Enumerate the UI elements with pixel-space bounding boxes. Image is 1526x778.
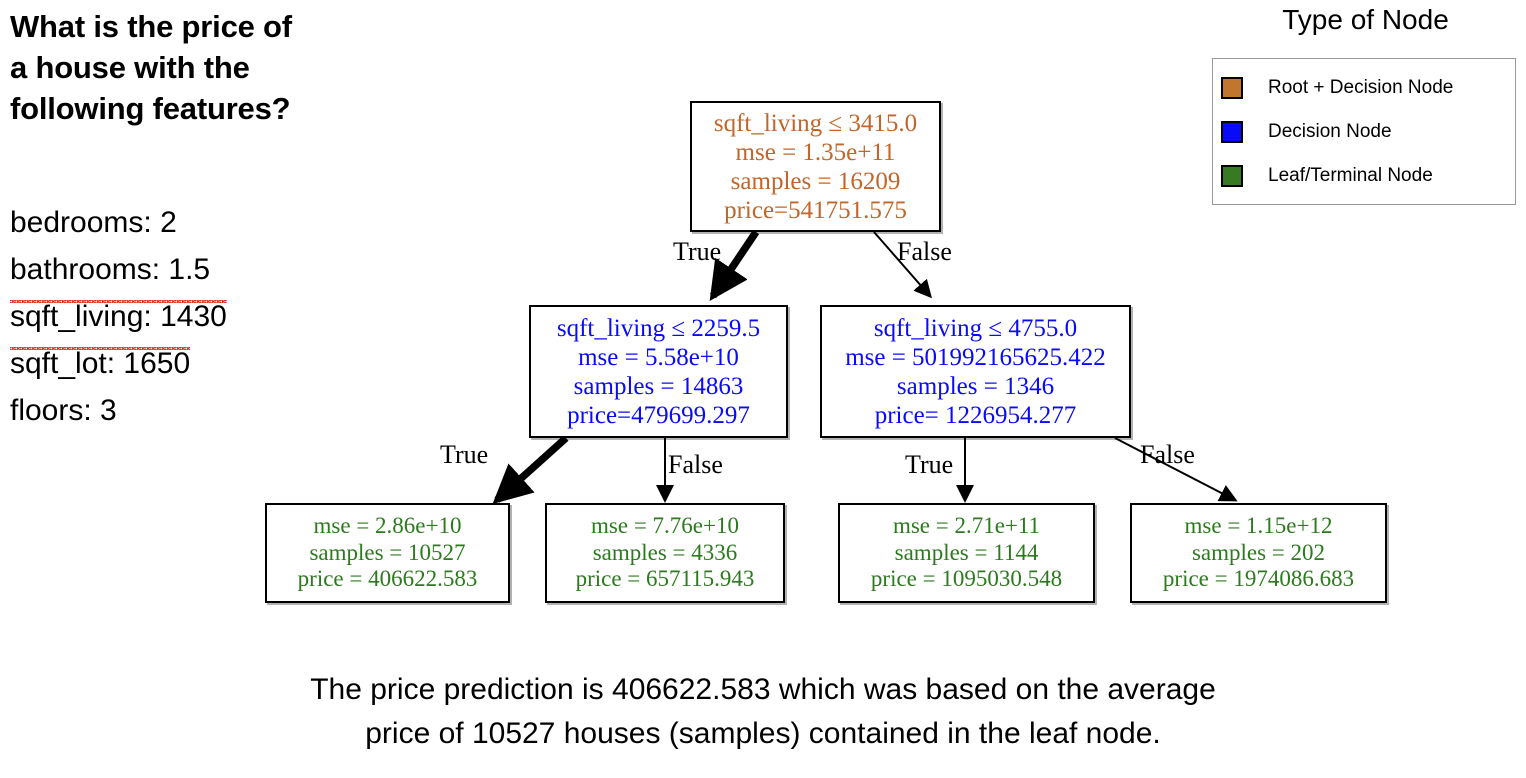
edge-label-dec-left-true: True xyxy=(440,440,489,469)
legend-label-leaf: Leaf/Terminal Node xyxy=(1268,165,1433,186)
page-title-line-2: a house with the xyxy=(10,50,250,85)
edge-label-dec-left-false: False xyxy=(668,450,723,479)
feature-bathrooms: bathrooms: 1.5 xyxy=(10,246,340,293)
legend-item-decision: Decision Node xyxy=(1221,121,1392,143)
tree-node-leaf-1-mse: mse = 2.86e+10 xyxy=(313,512,462,538)
tree-node-root-price: price=541751.575 xyxy=(724,196,907,224)
tree-node-root-samples: samples = 16209 xyxy=(730,167,901,195)
edge-dec-right-false xyxy=(1114,437,1238,502)
edge-label-root-false: False xyxy=(897,237,952,266)
tree-node-decision-right[interactable]: sqft_living ≤ 4755.0 mse = 501992165625.… xyxy=(820,305,1131,438)
tree-node-leaf-3-mse: mse = 2.71e+11 xyxy=(892,512,1041,538)
edge-root-true xyxy=(709,229,760,301)
feature-bathrooms-label: bathrooms: 1.5 xyxy=(10,253,211,286)
edge-dec-left-true xyxy=(492,435,569,505)
tree-node-leaf-2-mse: mse = 7.76e+10 xyxy=(591,512,739,538)
legend-box: Root + Decision Node Decision Node Leaf/… xyxy=(1212,58,1516,205)
feature-bedrooms-label: bedrooms: 2 xyxy=(10,206,177,239)
edge-label-dec-right-true: True xyxy=(905,450,954,479)
tree-node-leaf-1-price: price = 406622.583 xyxy=(297,566,478,592)
tree-node-root-mse: mse = 1.35e+11 xyxy=(735,138,896,166)
legend-title: Type of Node xyxy=(1282,4,1449,35)
page-title-line-3: following features? xyxy=(10,91,291,126)
legend-item-root-decision: Root + Decision Node xyxy=(1221,77,1453,99)
legend-swatch-decision-icon xyxy=(1221,121,1243,143)
tree-node-leaf-2[interactable]: mse = 7.76e+10 samples = 4336 price = 65… xyxy=(545,503,785,603)
tree-node-decision-left-condition: sqft_living ≤ 2259.5 xyxy=(556,314,761,342)
tree-node-leaf-2-samples: samples = 4336 xyxy=(592,539,738,565)
tree-node-leaf-3[interactable]: mse = 2.71e+11 samples = 1144 price = 10… xyxy=(838,503,1095,603)
edge-root-false xyxy=(873,231,932,299)
page-title-line-1: What is the price of xyxy=(10,9,292,44)
tree-node-decision-left[interactable]: sqft_living ≤ 2259.5 mse = 5.58e+10 samp… xyxy=(529,305,788,438)
tree-node-leaf-2-price: price = 657115.943 xyxy=(575,566,755,592)
feature-bedrooms: bedrooms: 2 xyxy=(10,199,340,246)
tree-node-leaf-1-samples: samples = 10527 xyxy=(309,539,466,565)
tree-node-leaf-3-price: price = 1095030.548 xyxy=(870,566,1063,592)
tree-node-leaf-4[interactable]: mse = 1.15e+12 samples = 202 price = 197… xyxy=(1130,503,1387,603)
legend-swatch-leaf-icon xyxy=(1221,165,1243,187)
prediction-caption-line-1: The price prediction is 406622.583 which… xyxy=(310,673,1216,706)
legend-label-root-decision: Root + Decision Node xyxy=(1268,77,1454,98)
feature-sqft-living-label: sqft_living: 1430 xyxy=(10,300,227,337)
feature-sqft-lot-label: sqft_lot: 1650 xyxy=(10,347,191,384)
tree-node-decision-right-mse: mse = 501992165625.422 xyxy=(845,343,1106,371)
tree-node-decision-left-samples: samples = 14863 xyxy=(573,372,744,400)
feature-sqft-lot: sqft_lot: 1650 xyxy=(10,340,340,387)
tree-node-leaf-3-samples: samples = 1144 xyxy=(894,539,1039,565)
edge-label-root-true: True xyxy=(673,237,722,266)
page-title: What is the price of a house with the fo… xyxy=(10,6,390,129)
tree-node-root-condition: sqft_living ≤ 3415.0 xyxy=(713,109,918,137)
legend-label-decision: Decision Node xyxy=(1268,121,1392,142)
feature-floors: floors: 3 xyxy=(10,387,340,434)
tree-node-decision-left-price: price=479699.297 xyxy=(567,401,750,429)
tree-node-decision-right-condition: sqft_living ≤ 4755.0 xyxy=(873,314,1078,342)
tree-node-leaf-4-samples: samples = 202 xyxy=(1191,539,1326,565)
feature-sqft-living: sqft_living: 1430 xyxy=(10,293,340,340)
tree-node-root[interactable]: sqft_living ≤ 3415.0 mse = 1.35e+11 samp… xyxy=(690,101,941,232)
edge-label-dec-right-false: False xyxy=(1140,440,1195,469)
prediction-caption-line-2: price of 10527 houses (samples) containe… xyxy=(365,717,1161,750)
legend-item-leaf: Leaf/Terminal Node xyxy=(1221,165,1433,187)
feature-floors-label: floors: 3 xyxy=(10,394,117,427)
feature-list: bedrooms: 2 bathrooms: 1.5 sqft_living: … xyxy=(10,199,340,434)
tree-node-decision-right-samples: samples = 1346 xyxy=(896,372,1055,400)
tree-node-decision-right-price: price= 1226954.277 xyxy=(874,401,1077,429)
legend-swatch-root-decision-icon xyxy=(1221,77,1243,99)
prediction-caption: The price prediction is 406622.583 which… xyxy=(213,668,1313,756)
tree-node-decision-left-mse: mse = 5.58e+10 xyxy=(578,343,739,371)
tree-node-leaf-4-mse: mse = 1.15e+12 xyxy=(1184,512,1333,538)
tree-node-leaf-4-price: price = 1974086.683 xyxy=(1162,566,1355,592)
tree-node-leaf-1[interactable]: mse = 2.86e+10 samples = 10527 price = 4… xyxy=(265,503,510,603)
